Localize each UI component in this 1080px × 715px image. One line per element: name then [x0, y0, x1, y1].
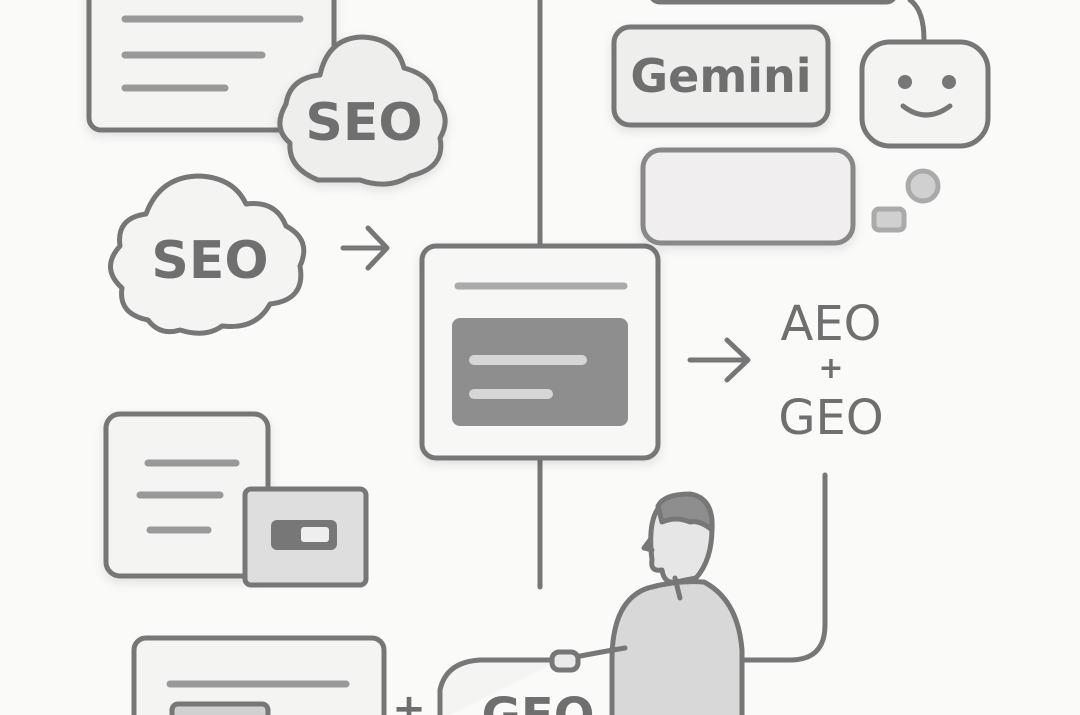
arrow-right-icon [687, 337, 751, 383]
plus-label: + [818, 351, 843, 386]
dot-icon [871, 206, 907, 233]
card-icon [242, 486, 369, 588]
geo-pill [437, 657, 563, 715]
gemini-label: Gemini [630, 49, 811, 103]
browser-window-icon [419, 243, 661, 461]
seo-label-left: SEO [151, 231, 268, 291]
arrow-right-icon [340, 225, 390, 271]
seo-label-top: SEO [305, 93, 422, 153]
bottom-geo-label: GEO [482, 688, 595, 715]
connector-line-right [732, 472, 828, 663]
chat-bubble-icon [650, 0, 896, 5]
cloud-icon [108, 173, 307, 336]
person-icon [549, 491, 745, 715]
gemini-box [611, 24, 831, 128]
geo-label: GEO [778, 390, 883, 446]
dot-icon [905, 168, 941, 204]
browser-window-icon [131, 635, 387, 715]
cloud-icon [277, 34, 448, 187]
connector-line-robot [907, 0, 927, 43]
robot-face-icon [859, 39, 991, 149]
chat-bubble-icon [640, 147, 856, 246]
aeo-label: AEO [781, 296, 882, 352]
bottom-plus-label: + [392, 686, 426, 715]
